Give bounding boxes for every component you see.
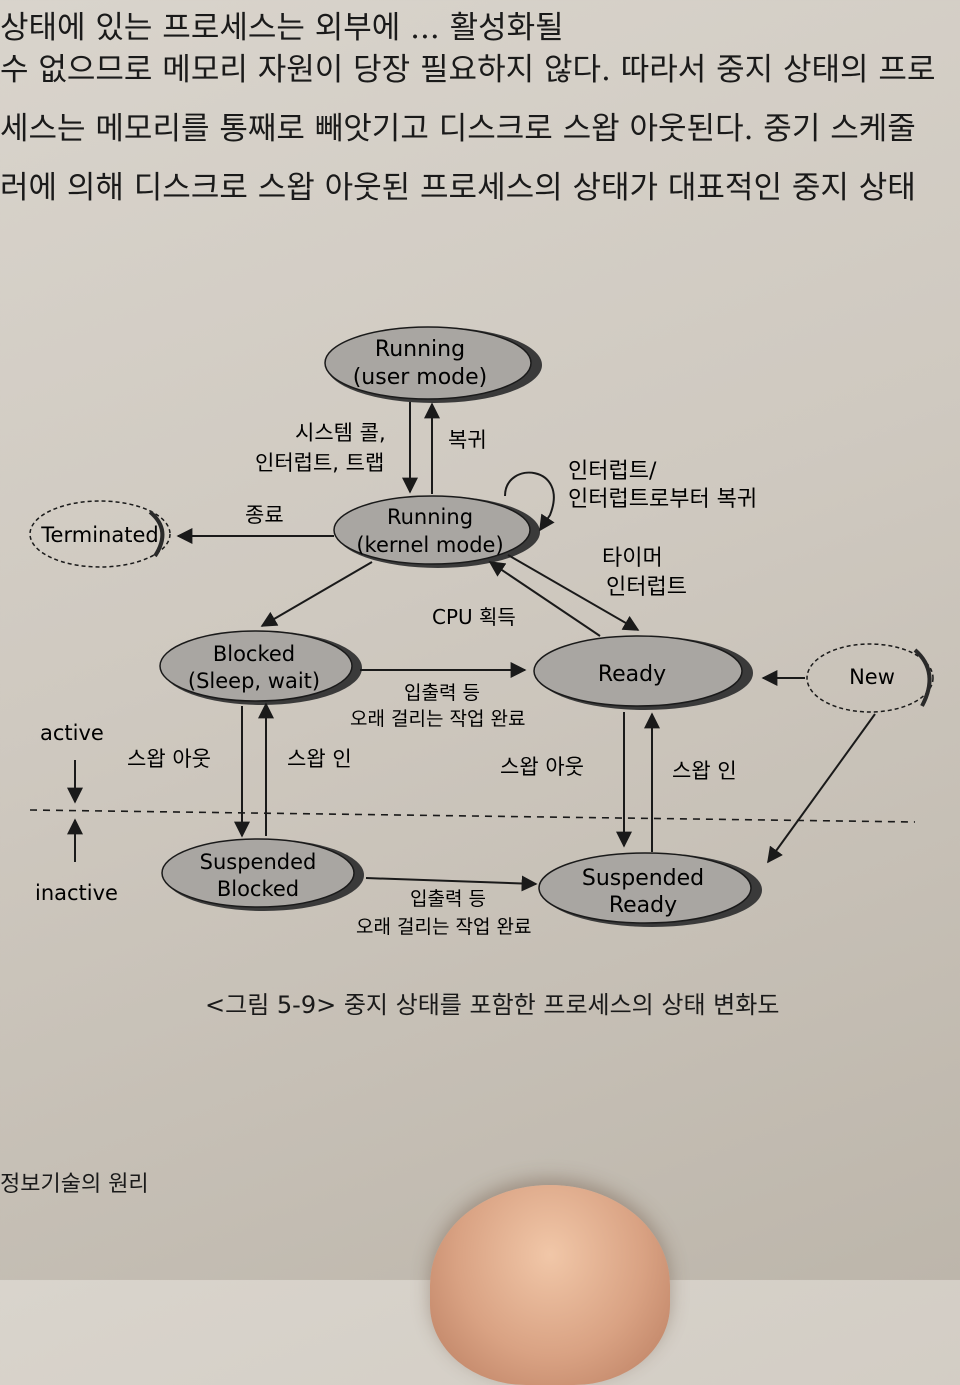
suspended-ready-line1: Suspended (582, 866, 704, 891)
running-user-line2: (user mode) (353, 365, 488, 390)
running-user-line1: Running (375, 337, 465, 362)
label-interrupt-2: 인터럽트로부터 복귀 (568, 487, 757, 512)
suspended-blocked-line2: Blocked (217, 877, 299, 901)
label-cpu: CPU 획득 (432, 605, 516, 629)
state-blocked: Blocked (Sleep, wait) (159, 630, 362, 705)
state-suspended-ready: Suspended Ready (538, 852, 762, 927)
label-syscall-2: 인터럽트, 트랩 (255, 451, 384, 475)
state-suspended-blocked: Suspended Blocked (161, 838, 364, 911)
label-io-done-1b: 오래 걸리는 작업 완료 (350, 708, 525, 730)
label-swap-out-1: 스왑 아웃 (127, 747, 211, 771)
label-interrupt-1: 인터럽트/ (568, 459, 657, 484)
arrow-to-blocked (260, 561, 373, 627)
figure-caption: <그림 5-9> 중지 상태를 포함한 프로세스의 상태 변화도 (205, 991, 780, 1019)
label-exit: 종료 (245, 503, 284, 527)
label-return: 복귀 (448, 428, 487, 452)
arrow-new-suspended-ready (767, 713, 876, 864)
arrow-interrupt-loop (504, 471, 555, 532)
state-running-kernel: Running (kernel mode) (333, 495, 540, 568)
suspended-ready-line2: Ready (609, 893, 677, 918)
label-syscall-1: 시스템 콜, (295, 421, 386, 445)
process-state-diagram: active inactive Running (user mode) Runn… (29, 326, 934, 938)
label-swap-out-2: 스왑 아웃 (500, 755, 584, 779)
text-line-2: 수 없으므로 메모리 자원이 당장 필요하지 않다. 따라서 중지 상태의 프로 (0, 52, 936, 88)
ready-label: Ready (598, 662, 666, 687)
state-new: New (806, 643, 934, 713)
blocked-line2: (Sleep, wait) (188, 669, 320, 693)
arrow-io-done-2 (365, 875, 538, 892)
state-ready: Ready (533, 635, 753, 710)
inactive-label: inactive (35, 881, 118, 905)
state-terminated: Terminated (29, 500, 171, 568)
text-line-4: 러에 의해 디스크로 스왑 아웃된 프로세스의 상태가 대표적인 중지 상태 (0, 170, 916, 206)
label-timer-1: 타이머 (602, 546, 663, 571)
thumb-photo-detail (430, 1185, 670, 1385)
running-kernel-line2: (kernel mode) (356, 533, 503, 557)
text-line-3: 세스는 메모리를 통째로 빼앗기고 디스크로 스왑 아웃된다. 중기 스케줄 (0, 111, 916, 147)
active-label: active (40, 721, 104, 745)
running-kernel-line1: Running (387, 505, 473, 529)
page-footer: 정보기술의 원리 (0, 1172, 149, 1197)
arrow-timer (507, 554, 640, 631)
active-inactive-boundary (29, 809, 916, 823)
state-running-user: Running (user mode) (324, 326, 542, 403)
terminated-label: Terminated (40, 523, 158, 547)
label-io-done-2b: 오래 걸리는 작업 완료 (356, 916, 531, 938)
new-label: New (849, 665, 895, 689)
blocked-line1: Blocked (213, 642, 295, 666)
label-io-done-1a: 입출력 등 (404, 682, 480, 704)
label-io-done-2a: 입출력 등 (410, 888, 486, 910)
text-line-1: 상태에 있는 프로세스는 외부에 ... 활성화될 (0, 10, 564, 46)
label-timer-2: 인터럽트 (606, 575, 687, 600)
label-swap-in-2: 스왑 인 (672, 759, 737, 783)
label-swap-in-1: 스왑 인 (287, 747, 352, 771)
suspended-blocked-line1: Suspended (200, 850, 317, 874)
arrow-cpu (488, 561, 601, 637)
